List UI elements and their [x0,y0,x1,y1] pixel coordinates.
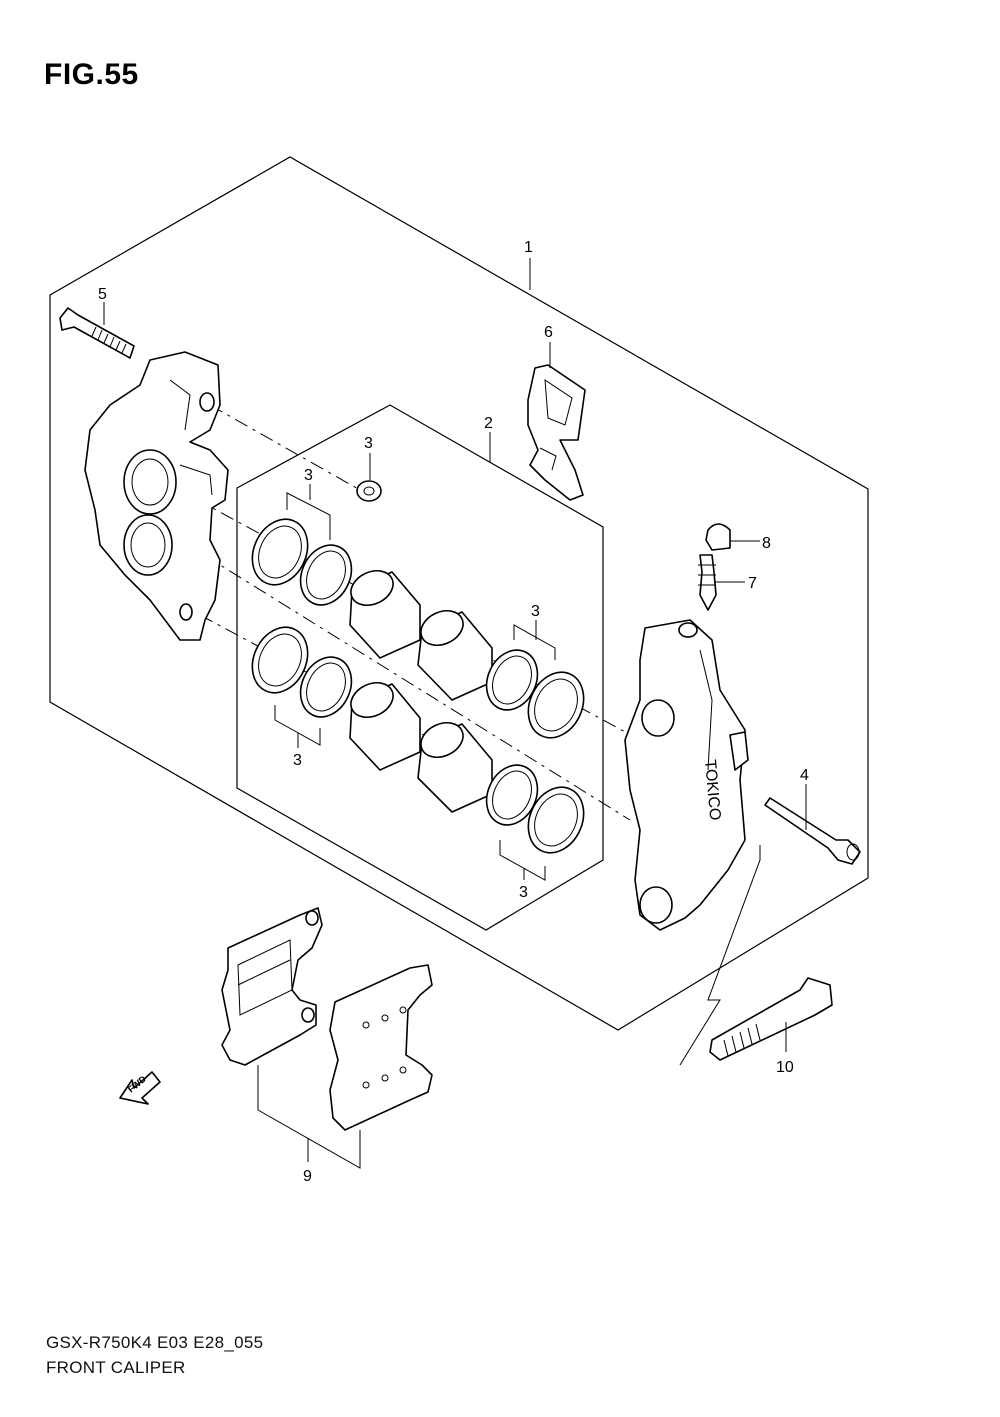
bleeder-cap-part-8 [705,523,731,551]
callout-3-washer: 3 [364,435,373,452]
callout-9: 9 [303,1168,312,1185]
caliper-brand-text: TOKICO [701,759,723,821]
figure-title: FIG.55 [44,58,139,91]
callout-7: 7 [748,575,757,592]
pads-bracket [257,1065,361,1169]
callout-3-lower-right: 3 [519,884,528,901]
bolt-part-5 [59,307,135,359]
caliper-assembly-outline [49,156,869,1031]
callouts: 1 2 3 3 3 3 3 4 5 6 7 8 9 [98,239,809,1185]
bolt-part-10 [709,977,833,1061]
pistons [349,569,493,813]
bolt-part-4 [764,797,861,865]
callout-1: 1 [524,239,533,256]
brake-pads-part-9 [221,907,433,1131]
washer-part-3 [356,480,382,502]
seal-bracket-lower-right [499,840,546,881]
seal-bracket-lower-left [274,705,321,746]
seal-rings-left [251,518,353,718]
callout-8: 8 [762,535,771,552]
piston-kit-outline [236,404,604,931]
callout-10: 10 [776,1059,794,1076]
callout-5: 5 [98,286,107,303]
right-caliper-half: TOKICO [624,619,749,931]
seal-bracket-upper-right [513,624,556,660]
callout-2: 2 [484,415,493,432]
forward-arrow-icon: FWD [119,1071,161,1105]
seal-rings-right [485,649,585,854]
callout-4: 4 [800,767,809,784]
callout-3-lower-left: 3 [293,752,302,769]
bleeder-valve-part-7 [698,554,717,611]
footer-model-code: GSX-R750K4 E03 E28_055 [46,1333,264,1352]
centerline-lower [179,539,631,821]
seal-bracket-upper-left [286,492,331,540]
centerline-upper [209,404,361,491]
break-line [679,845,761,1066]
callout-3-upper-right: 3 [531,603,540,620]
pad-spring-part-6 [527,364,586,501]
callout-3-upper-left: 3 [304,467,313,484]
footer-section-title: FRONT CALIPER [46,1358,186,1377]
callout-6: 6 [544,324,553,341]
left-caliper-half [84,351,229,641]
